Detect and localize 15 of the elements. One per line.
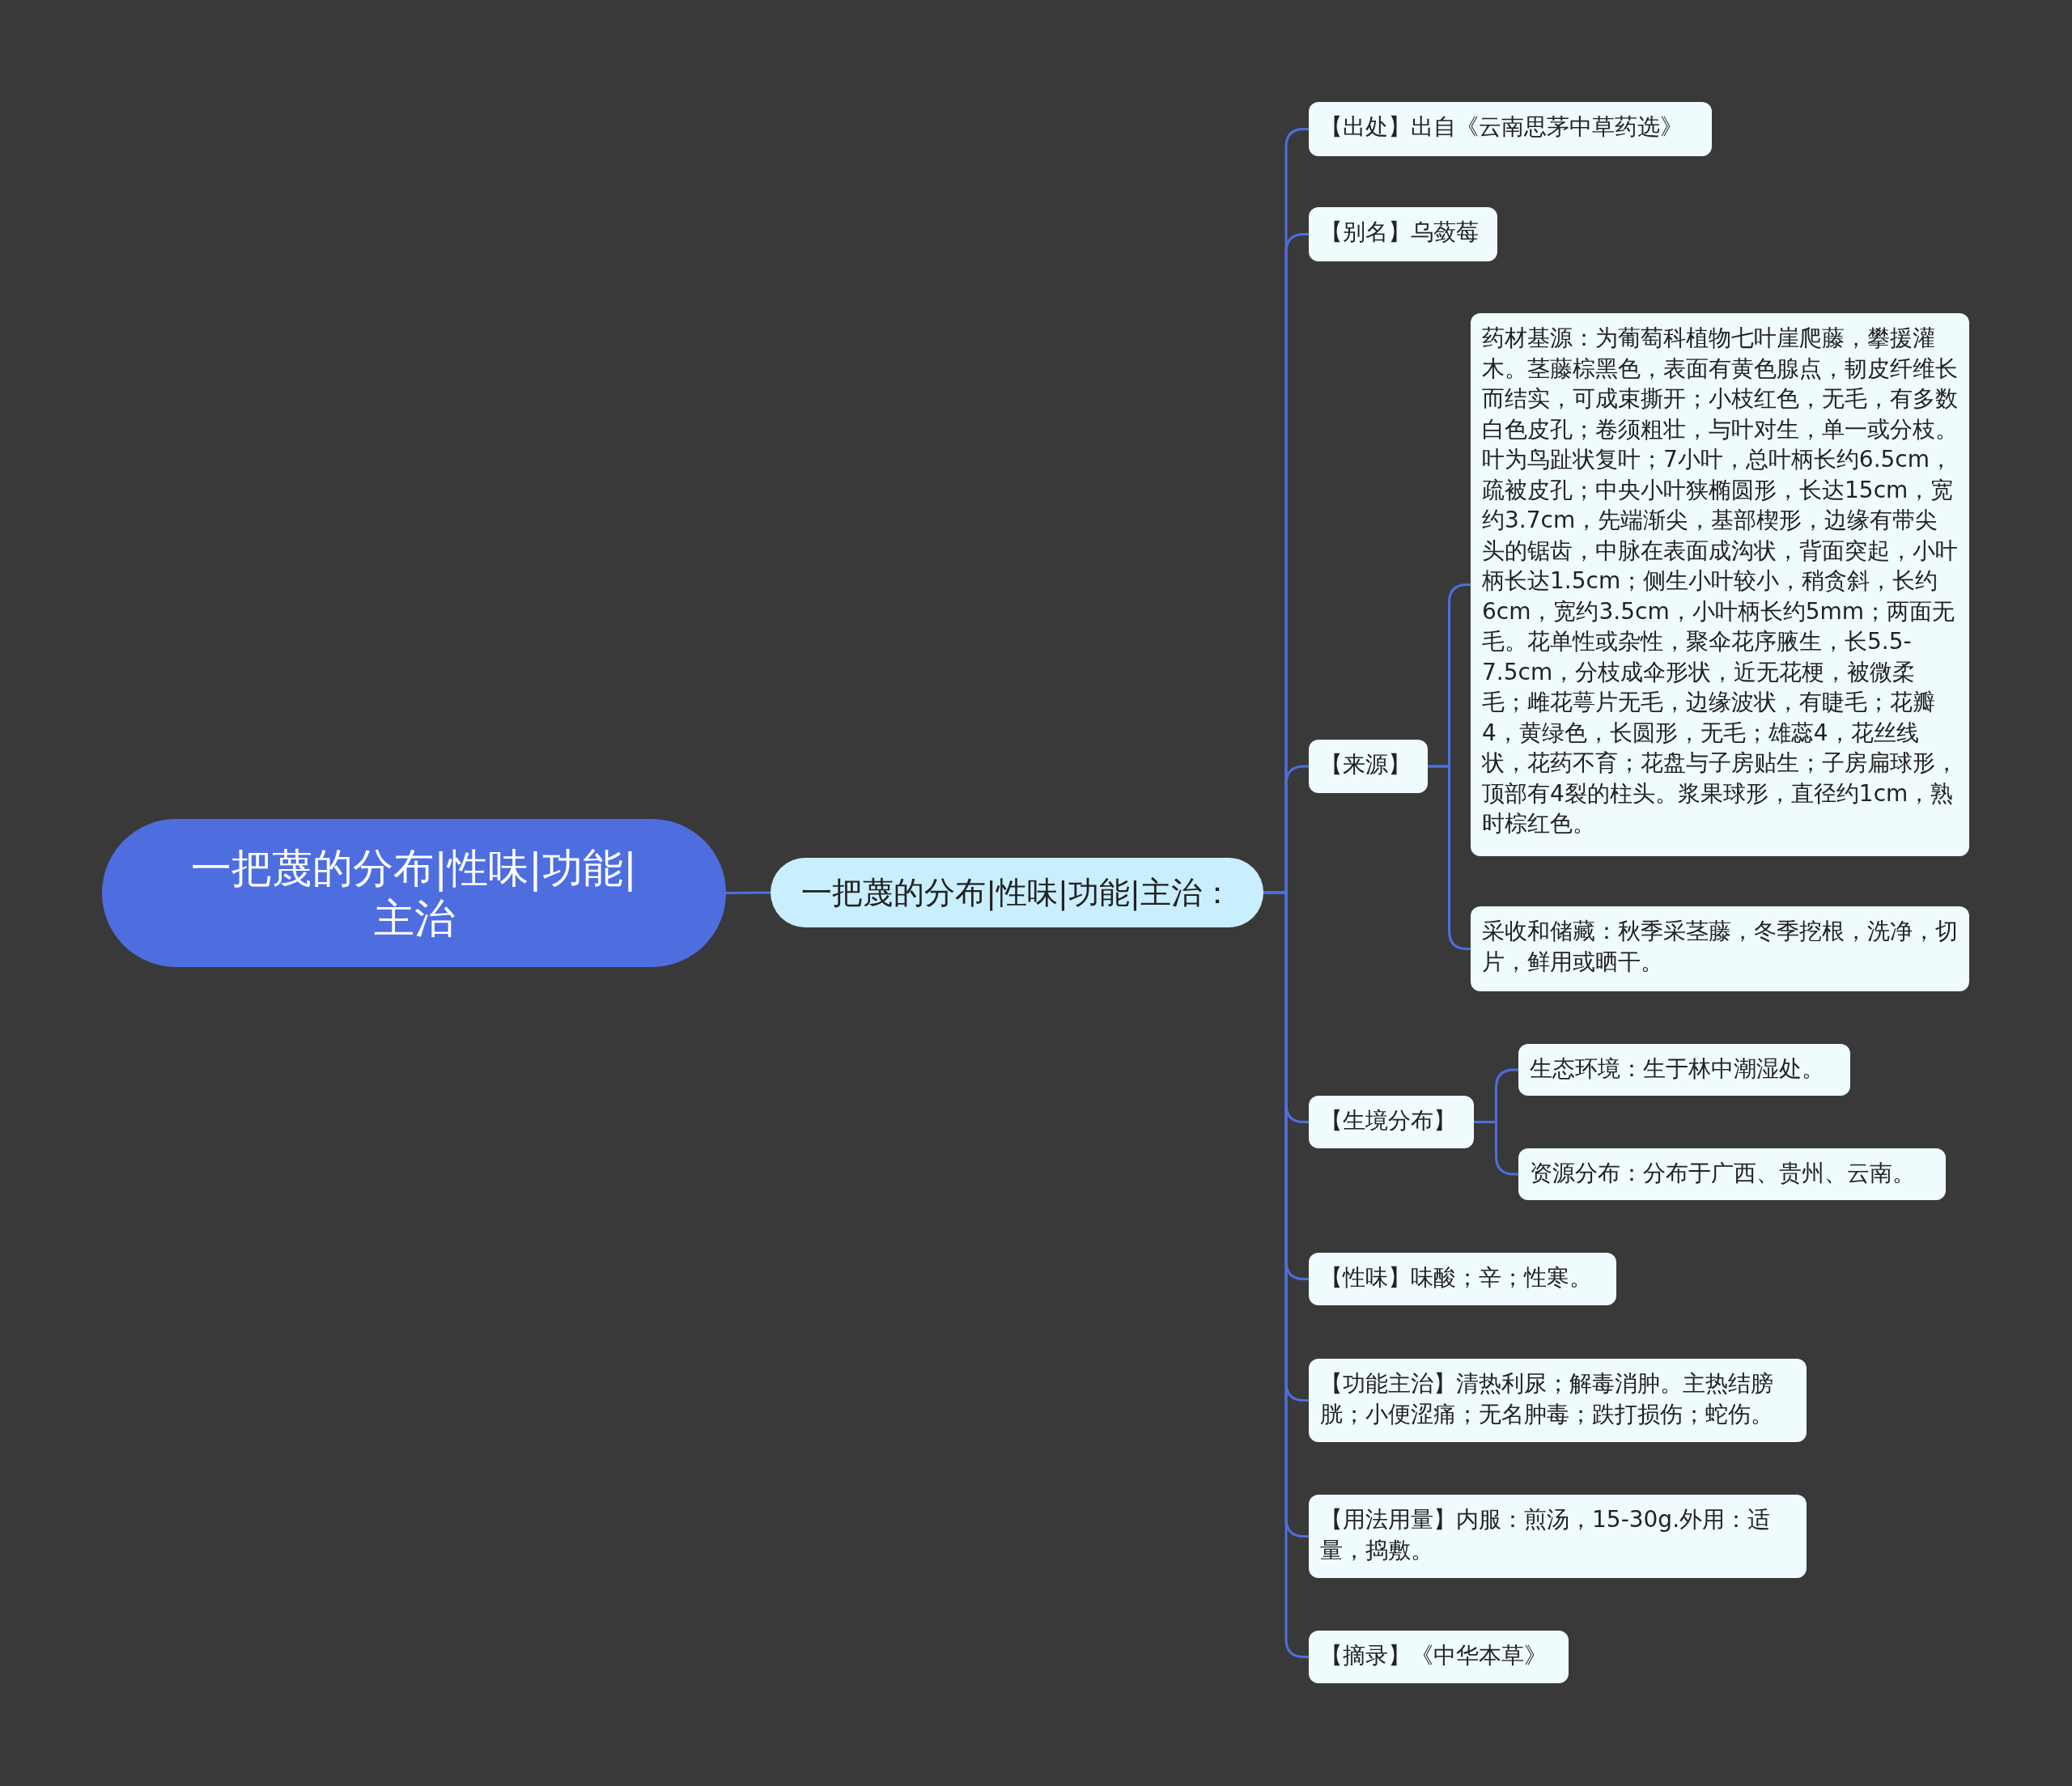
topic-box: 【摘录】《中华本草》 xyxy=(1309,1631,1569,1683)
topic-box: 一把蔑的分布|性味|功能|主治： xyxy=(771,858,1263,927)
topic-box: 采收和储藏：秋季采茎藤，冬季挖根，洗净，切片，鲜用或晒干。 xyxy=(1471,906,1969,991)
topic-box: 资源分布：分布于广西、贵州、云南。 xyxy=(1518,1148,1946,1200)
connector-line xyxy=(726,891,771,894)
topic-box: 【性味】味酸；辛；性寒。 xyxy=(1309,1253,1616,1305)
topic-box: 【出处】出自《云南思茅中草药选》 xyxy=(1309,102,1712,156)
topic-box: 【用法用量】内服：煎汤，15-30g.外用：适量，捣敷。 xyxy=(1309,1495,1807,1578)
topic-box: 【生境分布】 xyxy=(1309,1096,1474,1148)
topic-box: 药材基源：为葡萄科植物七叶崖爬藤，攀援灌木。茎藤棕黑色，表面有黄色腺点，韧皮纤维长而结实，可成束撕开；小枝红色，无毛，有多数白色皮孔；卷须粗壮，与叶对生，单一或分枝。叶为鸟趾状复叶；7小叶，总叶柄长约6.5cm，疏被皮孔；中央小叶狭椭圆形，长达15cm，宽约3.7cm，先端渐尖，基部楔形，边缘有带尖头的锯齿，中脉在表面成沟状，背面突起，小叶柄长达1.5cm；侧生小叶较小，稍贪斜，长约6cm，宽约3.5cm，小叶柄长约5mm；两面无毛。花单性或杂性，聚伞花序腋生，长5.5-7.5cm，分枝成伞形状，近无花梗，被微柔毛；雌花萼片无毛，边缘波状，有睫毛；花瓣4，黄绿色，长圆形，无毛；雄蕊4，花丝线状，花药不育；花盘与子房贴生；子房扁球形，顶部有4裂的柱头。浆果球形，直径约1cm，熟时棕红色。 xyxy=(1471,313,1969,856)
central-topic: 一把蔑的分布|性味|功能|主治 xyxy=(102,819,726,967)
topic-box: 【功能主治】清热利尿；解毒消肿。主热结膀胱；小便涩痛；无名肿毒；跌打损伤；蛇伤。 xyxy=(1309,1359,1807,1442)
topic-box: 生态环境：生于林中潮湿处。 xyxy=(1518,1044,1850,1096)
topic-box: 【别名】乌蔹莓 xyxy=(1309,207,1497,261)
topic-box: 【来源】 xyxy=(1309,740,1428,793)
